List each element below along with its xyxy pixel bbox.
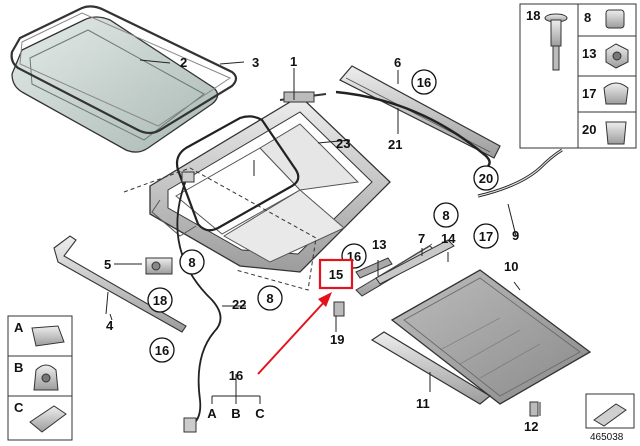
circled-callout-8c: 8	[257, 285, 283, 311]
callout-21: 21	[388, 137, 402, 152]
circled-callout-17: 17	[473, 223, 499, 249]
svg-text:8: 8	[266, 291, 273, 306]
callout-4: 4	[106, 318, 114, 333]
callout-2: 2	[180, 55, 187, 70]
circled-callout-16a: 16	[411, 69, 437, 95]
svg-text:8: 8	[442, 208, 449, 223]
callout-13: 13	[372, 237, 386, 252]
callout-3: 3	[252, 55, 259, 70]
frame-seal	[175, 115, 300, 232]
circled-callout-16c: 16	[149, 337, 175, 363]
callout-7: 7	[418, 231, 425, 246]
variant-b-label: B	[231, 406, 240, 421]
glass-panel	[11, 16, 219, 153]
callout-11: 11	[416, 396, 430, 411]
callout-14: 14	[441, 231, 456, 246]
circled-callout-18: 18	[147, 287, 173, 313]
hose-clip-icon	[603, 82, 629, 105]
rail-clip	[355, 257, 393, 279]
diagram-number: 465038	[590, 432, 624, 443]
roller-blind	[390, 269, 592, 405]
leader-lines	[105, 59, 541, 416]
variant-group-number: 16	[229, 368, 243, 383]
deflector-seal	[335, 90, 491, 167]
svg-text:17: 17	[479, 229, 493, 244]
glass-seal	[10, 5, 238, 135]
panel-18-label: 18	[526, 8, 540, 23]
guide-rail-cover	[375, 239, 455, 285]
circled-callout-20: 20	[473, 165, 499, 191]
callout-12: 12	[524, 419, 538, 434]
circled-callout-8b: 8	[179, 249, 205, 275]
direction-icon	[585, 393, 635, 429]
variant-row-a: A	[14, 320, 24, 335]
panel-17-label: 17	[582, 86, 596, 101]
callout-9: 9	[512, 228, 519, 243]
variant-row-b: B	[14, 360, 23, 375]
clip-nut-icon	[605, 9, 625, 29]
variant-c-label: C	[255, 406, 265, 421]
clip-12	[529, 401, 539, 417]
svg-text:16: 16	[417, 75, 431, 90]
callout-22: 22	[232, 297, 246, 312]
panel-13-label: 13	[582, 46, 596, 61]
svg-text:16: 16	[155, 343, 169, 358]
blind-cover	[370, 331, 492, 405]
part-19	[333, 301, 345, 317]
callout-19: 19	[330, 332, 344, 347]
svg-text:18: 18	[153, 293, 167, 308]
svg-text:8: 8	[188, 255, 195, 270]
svg-text:20: 20	[479, 171, 493, 186]
callout-6: 6	[394, 55, 401, 70]
panel-20-label: 20	[582, 122, 596, 137]
callout-1: 1	[290, 54, 297, 69]
nut-icon	[605, 43, 629, 69]
edge-strip	[53, 235, 187, 333]
spring-clip-icon	[605, 121, 627, 145]
panel-8-label: 8	[584, 10, 591, 25]
grommet-b-icon	[33, 364, 59, 391]
grommet-c-icon	[29, 405, 67, 433]
variant-row-c: C	[14, 400, 24, 415]
highlight-arrow	[257, 292, 332, 375]
callout-5: 5	[104, 257, 111, 272]
bolt-icon	[544, 13, 568, 71]
callout-23: 23	[336, 136, 350, 151]
svg-text:15: 15	[329, 267, 343, 282]
circled-callout-8a: 8	[433, 202, 459, 228]
variant-a-label: A	[207, 406, 217, 421]
drive-cable	[176, 171, 222, 433]
motor-bracket	[145, 257, 173, 275]
grommet-a-icon	[31, 325, 65, 347]
sunroof-frame	[149, 91, 391, 273]
callout-10: 10	[504, 259, 518, 274]
highlighted-callout-15[interactable]: 15	[318, 258, 354, 290]
drain-hose	[477, 148, 563, 198]
